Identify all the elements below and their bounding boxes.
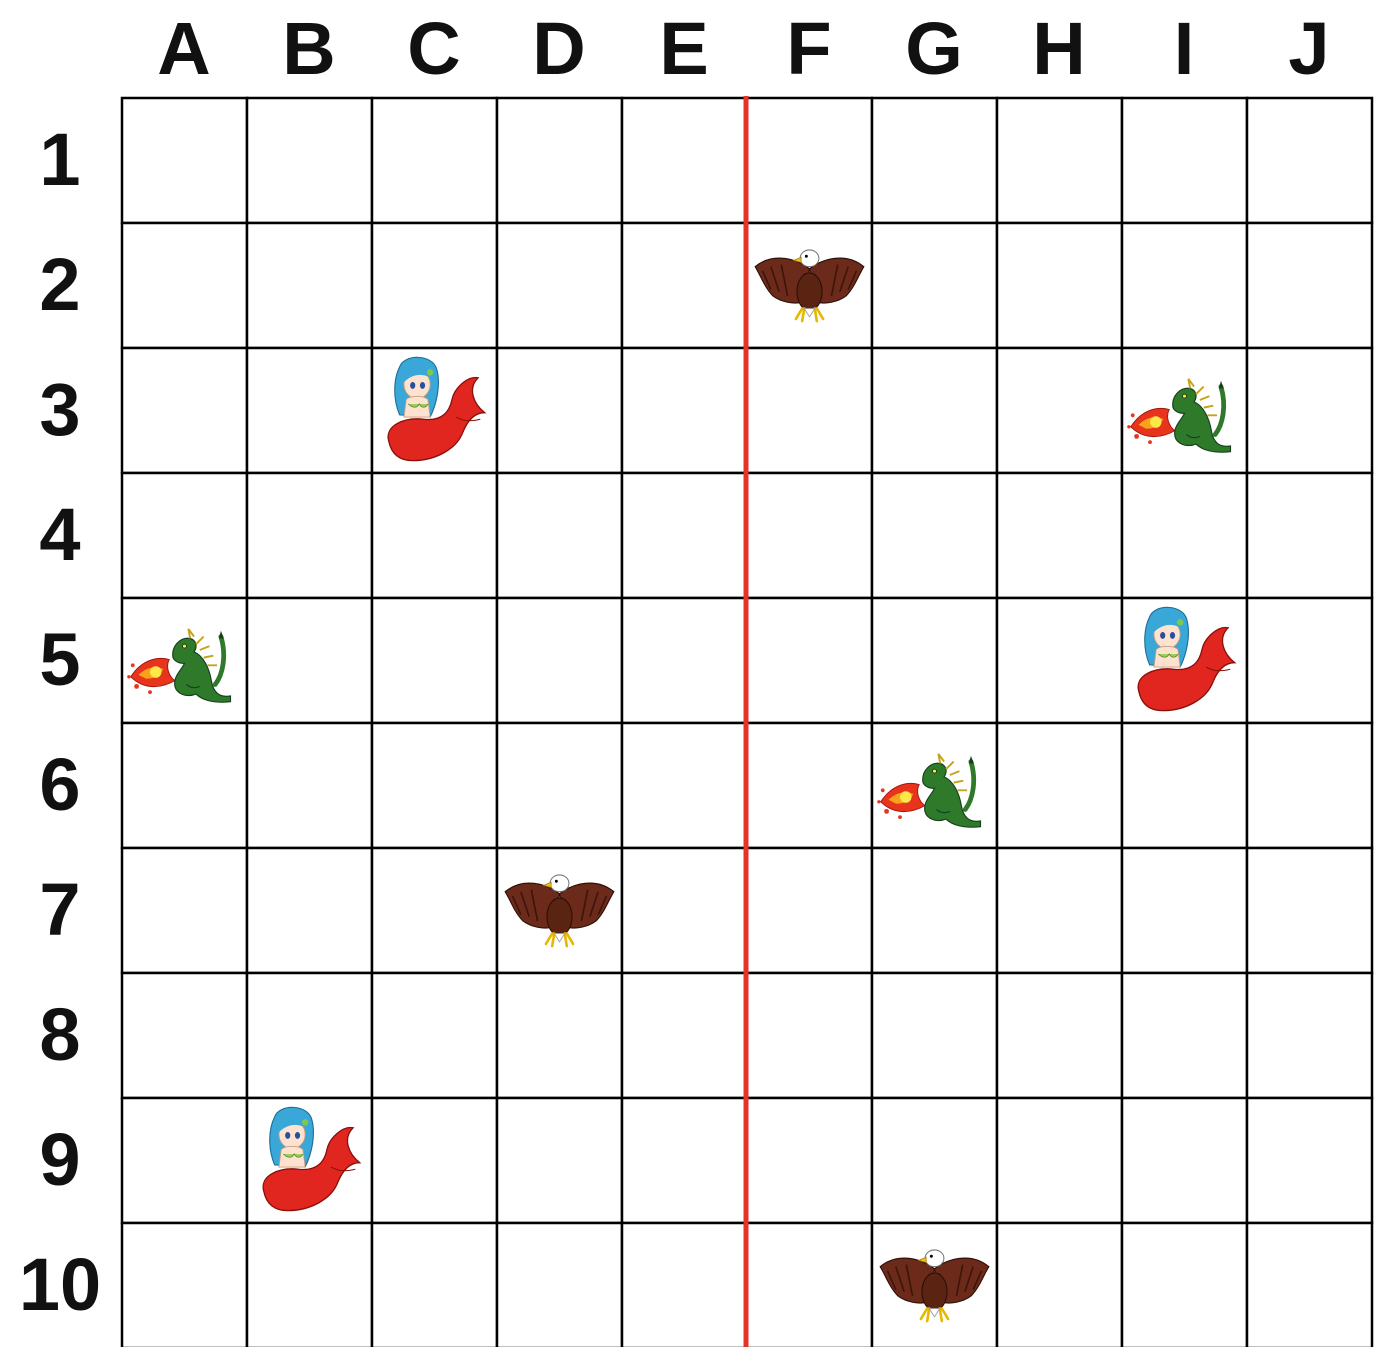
board-cell-e4[interactable] (622, 473, 747, 598)
board-cell-j4[interactable] (1247, 473, 1372, 598)
board-cell-h3[interactable] (997, 348, 1122, 473)
board-cell-d4[interactable] (497, 473, 622, 598)
board-cell-j6[interactable] (1247, 723, 1372, 848)
board-cell-d5[interactable] (497, 598, 622, 723)
board-cell-f1[interactable] (747, 98, 872, 223)
board-cell-g4[interactable] (872, 473, 997, 598)
board-cell-h2[interactable] (997, 223, 1122, 348)
board-cell-b5[interactable] (247, 598, 372, 723)
board-cell-e10[interactable] (622, 1223, 747, 1347)
board-cell-g8[interactable] (872, 973, 997, 1098)
board-cell-d6[interactable] (497, 723, 622, 848)
board-cell-g2[interactable] (872, 223, 997, 348)
board-cell-a9[interactable] (122, 1098, 247, 1223)
board-cell-j3[interactable] (1247, 348, 1372, 473)
board-cell-c10[interactable] (372, 1223, 497, 1347)
board-cell-a8[interactable] (122, 973, 247, 1098)
board-cell-d10[interactable] (497, 1223, 622, 1347)
board-cell-f5[interactable] (747, 598, 872, 723)
board-cell-b6[interactable] (247, 723, 372, 848)
board-cell-b3[interactable] (247, 348, 372, 473)
board-cell-i9[interactable] (1122, 1098, 1247, 1223)
board-cell-c2[interactable] (372, 223, 497, 348)
board-cell-c1[interactable] (372, 98, 497, 223)
board-cell-j9[interactable] (1247, 1098, 1372, 1223)
board-cell-i4[interactable] (1122, 473, 1247, 598)
board-cell-a2[interactable] (122, 223, 247, 348)
board-cell-h1[interactable] (997, 98, 1122, 223)
board-cell-f10[interactable] (747, 1223, 872, 1347)
board-cell-j7[interactable] (1247, 848, 1372, 973)
board-cell-b7[interactable] (247, 848, 372, 973)
board-cell-g1[interactable] (872, 98, 997, 223)
board-cell-i2[interactable] (1122, 223, 1247, 348)
board-cell-e2[interactable] (622, 223, 747, 348)
board-cell-f6[interactable] (747, 723, 872, 848)
board-cell-h6[interactable] (997, 723, 1122, 848)
board-cell-a4[interactable] (122, 473, 247, 598)
board-cell-h8[interactable] (997, 973, 1122, 1098)
board-cell-g9[interactable] (872, 1098, 997, 1223)
board-cell-h9[interactable] (997, 1098, 1122, 1223)
board-cell-a1[interactable] (122, 98, 247, 223)
board-cell-i6[interactable] (1122, 723, 1247, 848)
board-cell-b10[interactable] (247, 1223, 372, 1347)
board-cell-j5[interactable] (1247, 598, 1372, 723)
board-cell-e3[interactable] (622, 348, 747, 473)
board-cell-c9[interactable] (372, 1098, 497, 1223)
board-cell-d8[interactable] (497, 973, 622, 1098)
board-cell-d9[interactable] (497, 1098, 622, 1223)
board-cell-a3[interactable] (122, 348, 247, 473)
board-cell-h10[interactable] (997, 1223, 1122, 1347)
board-cell-i7[interactable] (1122, 848, 1247, 973)
board-cell-h4[interactable] (997, 473, 1122, 598)
board-cell-i1[interactable] (1122, 98, 1247, 223)
board-cell-e9[interactable] (622, 1098, 747, 1223)
board-cell-h7[interactable] (997, 848, 1122, 973)
board-cell-j10[interactable] (1247, 1223, 1372, 1347)
board-cell-a6[interactable] (122, 723, 247, 848)
board-cell-d2[interactable] (497, 223, 622, 348)
board-cell-c5[interactable] (372, 598, 497, 723)
board-cell-g7[interactable] (872, 848, 997, 973)
board-cell-b2[interactable] (247, 223, 372, 348)
board-cell-b1[interactable] (247, 98, 372, 223)
board-cell-j8[interactable] (1247, 973, 1372, 1098)
board-cell-c8[interactable] (372, 973, 497, 1098)
board-cell-g3[interactable] (872, 348, 997, 473)
board-cell-h5[interactable] (997, 598, 1122, 723)
board-cell-e5[interactable] (622, 598, 747, 723)
board-cell-f7[interactable] (747, 848, 872, 973)
board-cell-b4[interactable] (247, 473, 372, 598)
board-cell-e6[interactable] (622, 723, 747, 848)
board-cell-e1[interactable] (622, 98, 747, 223)
board-cell-c4[interactable] (372, 473, 497, 598)
board-cell-d1[interactable] (497, 98, 622, 223)
board-cell-i10[interactable] (1122, 1223, 1247, 1347)
board-cell-j2[interactable] (1247, 223, 1372, 348)
board-cell-d3[interactable] (497, 348, 622, 473)
board-cell-c6[interactable] (372, 723, 497, 848)
board-cell-f8[interactable] (747, 973, 872, 1098)
board-cell-c7[interactable] (372, 848, 497, 973)
board-cell-a10[interactable] (122, 1223, 247, 1347)
board-cell-i8[interactable] (1122, 973, 1247, 1098)
board-cell-f4[interactable] (747, 473, 872, 598)
board-cell-j1[interactable] (1247, 98, 1372, 223)
board-cell-f9[interactable] (747, 1098, 872, 1223)
board-cell-a7[interactable] (122, 848, 247, 973)
board-cell-f3[interactable] (747, 348, 872, 473)
board-cell-b8[interactable] (247, 973, 372, 1098)
board-cell-g5[interactable] (872, 598, 997, 723)
board-cell-e7[interactable] (622, 848, 747, 973)
board-cell-e8[interactable] (622, 973, 747, 1098)
